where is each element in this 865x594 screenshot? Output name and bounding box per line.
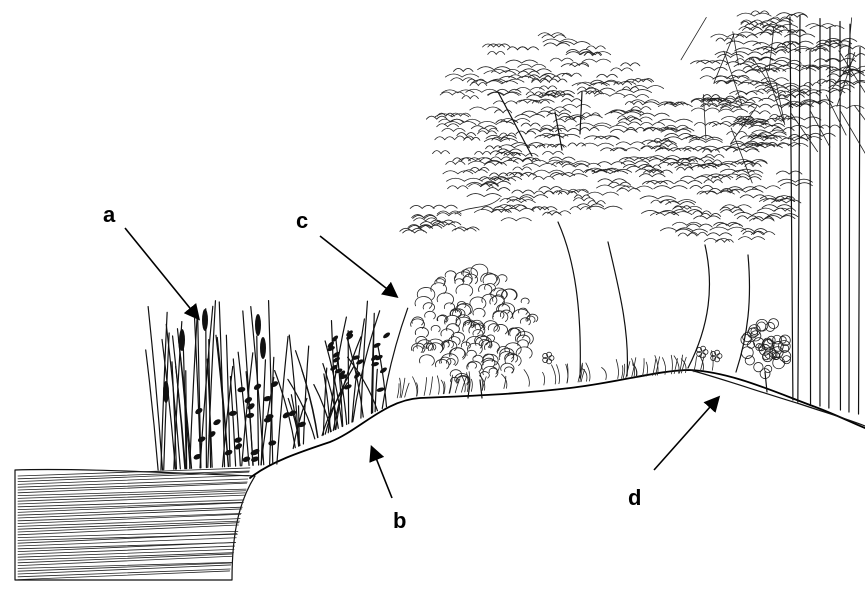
- label-c: c: [296, 208, 308, 233]
- arrow-c: [320, 236, 396, 296]
- water-body: [15, 468, 255, 580]
- arrow-b: [372, 448, 392, 498]
- label-a: a: [103, 202, 116, 227]
- slope-grasses: [275, 301, 408, 448]
- flowering-bush: [741, 319, 791, 392]
- arrow-a: [125, 228, 198, 318]
- label-d-group: d: [628, 398, 718, 510]
- label-b-group: b: [372, 448, 406, 533]
- label-a-group: a: [103, 202, 198, 318]
- trees: [400, 11, 865, 414]
- reed-vegetation: [146, 301, 307, 470]
- shrub: [411, 264, 538, 398]
- label-b: b: [393, 508, 406, 533]
- label-c-group: c: [296, 208, 396, 296]
- label-d: d: [628, 485, 641, 510]
- arrow-d: [654, 398, 718, 470]
